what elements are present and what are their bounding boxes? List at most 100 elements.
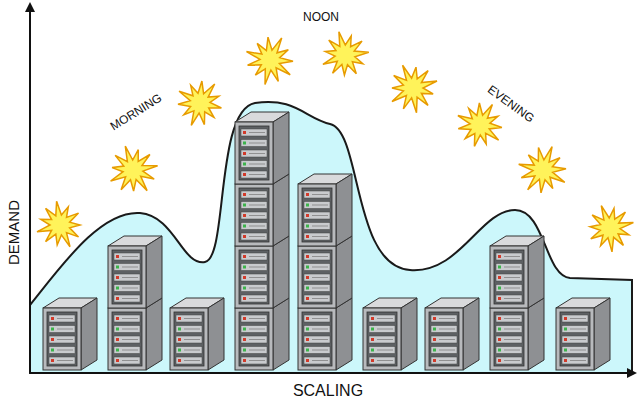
status-led	[306, 225, 309, 228]
sun-star	[247, 37, 294, 84]
status-led	[306, 214, 309, 217]
status-led	[564, 328, 567, 331]
status-led	[243, 317, 246, 320]
slot-line	[122, 350, 138, 351]
slot-line	[504, 267, 520, 268]
server-unit	[108, 298, 162, 370]
server-front	[556, 308, 594, 370]
server-bay	[429, 312, 459, 366]
sun-star	[111, 146, 158, 191]
drive-slot	[369, 315, 395, 322]
status-led	[371, 338, 374, 341]
slot-line	[249, 236, 265, 237]
server-side	[146, 236, 162, 308]
status-led	[243, 276, 246, 279]
slot-line	[439, 360, 455, 361]
drive-slot	[562, 357, 588, 364]
server-bay	[174, 312, 204, 366]
status-led	[116, 276, 119, 279]
drive-slot	[369, 357, 395, 364]
server-unit	[298, 174, 352, 246]
slot-line	[184, 360, 200, 361]
status-led	[306, 266, 309, 269]
drive-slot	[496, 326, 522, 333]
server-side	[146, 298, 162, 370]
slot-line	[249, 143, 265, 144]
status-led	[51, 349, 54, 352]
sun-star	[37, 201, 80, 247]
drive-slot	[49, 315, 75, 322]
status-led	[178, 349, 181, 352]
slot-line	[184, 318, 200, 319]
status-led	[306, 276, 309, 279]
slot-line	[504, 350, 520, 351]
status-led	[243, 297, 246, 300]
drive-slot	[114, 347, 140, 354]
status-led	[243, 193, 246, 196]
slot-line	[184, 339, 200, 340]
status-led	[498, 338, 501, 341]
status-led	[243, 131, 246, 134]
slot-line	[312, 360, 328, 361]
sun-stars	[37, 32, 633, 252]
drive-slot	[176, 315, 202, 322]
status-led	[243, 338, 246, 341]
drive-slot	[241, 357, 267, 364]
status-led	[243, 266, 246, 269]
slot-line	[504, 288, 520, 289]
drive-slot	[176, 347, 202, 354]
server-bay	[302, 188, 332, 242]
drive-slot	[114, 295, 140, 302]
drive-slot	[241, 326, 267, 333]
slot-line	[504, 329, 520, 330]
status-led	[564, 359, 567, 362]
status-led	[51, 359, 54, 362]
server-bay	[112, 250, 142, 304]
drive-slot	[241, 150, 267, 157]
status-led	[371, 328, 374, 331]
drive-slot	[241, 171, 267, 178]
sun-star	[590, 206, 633, 252]
slot-line	[249, 194, 265, 195]
drive-slot	[114, 285, 140, 292]
server-side	[208, 298, 224, 370]
status-led	[306, 338, 309, 341]
slot-line	[312, 288, 328, 289]
server-bay	[302, 312, 332, 366]
server-unit	[556, 298, 610, 370]
status-led	[243, 163, 246, 166]
status-led	[116, 338, 119, 341]
slot-line	[504, 277, 520, 278]
drive-slot	[304, 253, 330, 260]
slot-line	[57, 318, 73, 319]
slot-line	[57, 360, 73, 361]
slot-line	[312, 298, 328, 299]
status-led	[498, 317, 501, 320]
slot-line	[504, 318, 520, 319]
status-led	[306, 328, 309, 331]
drive-slot	[241, 129, 267, 136]
server-front	[235, 308, 273, 370]
status-led	[371, 359, 374, 362]
status-led	[306, 349, 309, 352]
slot-line	[570, 360, 586, 361]
slot-line	[249, 205, 265, 206]
slot-line	[439, 350, 455, 351]
server-side	[336, 174, 352, 246]
status-led	[243, 225, 246, 228]
drive-slot	[241, 295, 267, 302]
drive-slot	[431, 326, 457, 333]
sun-star	[178, 81, 221, 125]
status-led	[306, 287, 309, 290]
status-led	[498, 255, 501, 258]
server-unit	[490, 298, 544, 370]
server-front	[108, 308, 146, 370]
slot-line	[249, 339, 265, 340]
slot-line	[312, 277, 328, 278]
slot-line	[312, 205, 328, 206]
slot-line	[439, 318, 455, 319]
drive-slot	[304, 285, 330, 292]
server-bay	[239, 312, 269, 366]
drive-slot	[304, 336, 330, 343]
